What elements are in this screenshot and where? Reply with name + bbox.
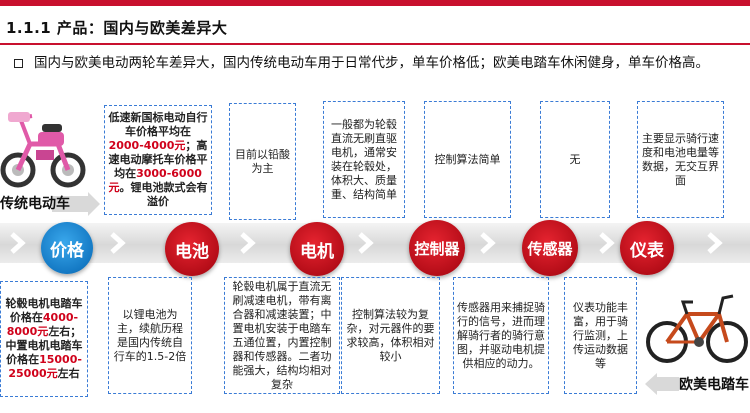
domestic-motor-box: 一般都为轮毂直流无刷直驱电机，通常安装在轮毂处，体积大、质量重、结构简单	[323, 101, 405, 218]
western-motor-box: 轮毂电机属于直流无刷减速电机，带有离合器和减速装置；中置电机安装于电踏车五通位置…	[224, 277, 340, 394]
category-controller: 控制器	[409, 220, 465, 276]
western-label: 欧美电踏车	[679, 377, 749, 393]
category-motor: 电机	[290, 222, 344, 276]
chevron-right-icon	[358, 232, 374, 254]
chevron-right-icon	[10, 232, 26, 254]
chevron-right-icon	[240, 232, 256, 254]
category-meter: 仪表	[620, 221, 674, 275]
domestic-sensor-box: 无	[540, 101, 610, 218]
title-divider	[0, 43, 750, 45]
domestic-ebike-image	[0, 112, 86, 188]
western-battery-box: 以锂电池为主，续航历程是国内传统自行车的1.5-2倍	[108, 277, 192, 394]
domestic-meter-box: 主要显示骑行速度和电池电量等数据，无交互界面	[637, 101, 724, 218]
western-ebike-image	[646, 294, 748, 363]
domestic-label: 传统电动车	[0, 196, 70, 212]
category-price: 价格	[41, 222, 93, 274]
summary-text: 国内与欧美电动两轮车差异大，国内传统电动车用于日常代步，单车价格低；欧美电踏车休…	[34, 55, 709, 71]
bullet-square-icon	[14, 59, 23, 68]
category-sensor: 传感器	[522, 220, 578, 276]
domestic-price-box: 低速新国标电动自行车价格平均在2000-4000元；高速电动摩托车价格平均在30…	[104, 105, 212, 215]
chevron-right-icon	[110, 232, 126, 254]
western-meter-box: 仪表功能丰富，用于骑行监测，上传运动数据等	[564, 277, 637, 394]
chevron-right-icon	[599, 232, 615, 254]
western-arrow-icon	[645, 373, 679, 395]
page-title: 1.1.1 产品：国内与欧美差异大	[6, 19, 228, 37]
top-accent-bar	[0, 0, 750, 6]
western-price-box: 轮毂电机电踏车价格在4000-8000元左右；中置电机电踏车价格在15000-2…	[0, 281, 88, 397]
western-sensor-box: 传感器用来捕捉骑行的信号，进而理解骑行者的骑行意图，并驱动电机提供相应的动力。	[453, 277, 549, 394]
domestic-battery-box: 目前以铅酸为主	[229, 103, 296, 220]
category-battery: 电池	[165, 222, 219, 276]
western-controller-box: 控制算法较为复杂，对元器件的要求较高，体积相对较小	[341, 277, 440, 394]
chevron-right-icon	[707, 232, 723, 254]
chevron-right-icon	[480, 232, 496, 254]
domestic-arrow-icon	[52, 192, 100, 216]
domestic-controller-box: 控制算法简单	[424, 101, 511, 218]
